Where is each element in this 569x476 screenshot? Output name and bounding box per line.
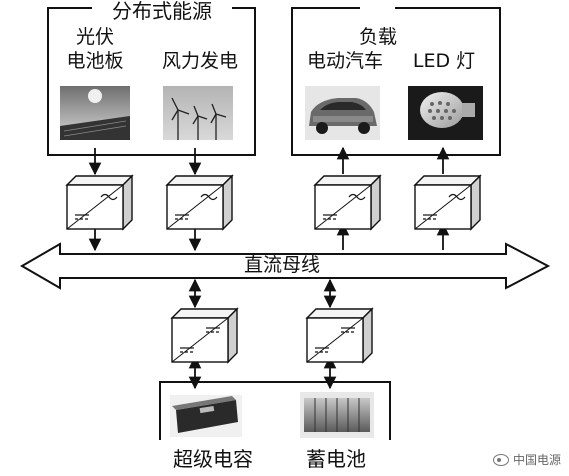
pv-label-line2: 电池板: [66, 50, 124, 72]
converter-supercap: [170, 307, 239, 364]
pv-label-line1: 光伏: [75, 26, 115, 48]
converters: [65, 174, 482, 364]
watermark: 中国电源: [492, 451, 561, 468]
supercapacitor-photo: [170, 395, 242, 437]
sources-group-box: [47, 7, 256, 156]
battery-label: 蓄电池: [306, 447, 366, 471]
converter-pv: [65, 174, 134, 231]
loads-group-box: [291, 7, 501, 156]
pv-panel-photo: [60, 86, 130, 140]
wind-label: 风力发电: [161, 50, 239, 72]
storage-group-box: [159, 381, 391, 440]
dc-bus-arrow: [20, 242, 551, 290]
sources-group-title: 分布式能源: [112, 0, 212, 23]
converter-led: [413, 174, 482, 231]
watermark-text: 中国电源: [512, 453, 561, 467]
electric-car-photo: [305, 86, 380, 140]
led-label: LED 灯: [412, 50, 476, 72]
watermark-logo-icon: [492, 453, 509, 466]
ev-label: 电动汽车: [306, 50, 384, 72]
dc-bus-label: 直流母线: [243, 254, 321, 276]
converter-wind: [165, 174, 234, 231]
wind-turbine-photo: [163, 86, 233, 140]
converter-battery: [305, 307, 374, 364]
led-bulb-photo: [408, 86, 483, 140]
supercapacitor-label: 超级电容: [173, 447, 253, 471]
converter-ev: [313, 174, 382, 231]
loads-group-title: 负载: [358, 26, 398, 48]
battery-photo: [300, 392, 374, 438]
